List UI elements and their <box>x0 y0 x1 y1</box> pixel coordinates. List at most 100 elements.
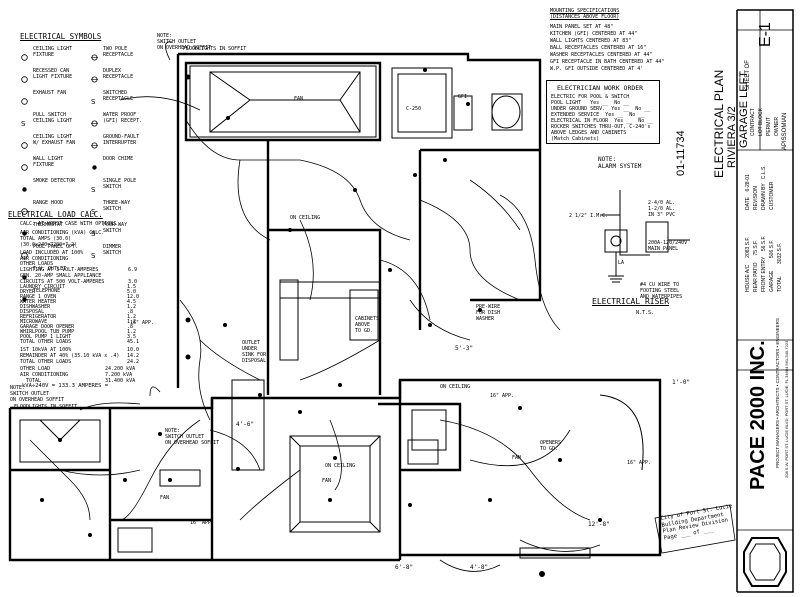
legend-item-label: THREE-WAY SWITCH <box>103 200 131 212</box>
owner-label: OWNER <box>774 116 780 136</box>
load-calc-other-header: OTHER LOADS LIGHTING AT 3 VOLT-AMPERES G… <box>20 261 105 285</box>
load-calc-item-value: 12.0 <box>127 294 140 300</box>
legend-item-label: T.V. OUTLET <box>33 266 67 272</box>
legend-item: S SWITCHED RECEPTACLE <box>90 90 160 109</box>
legend-item-label: THERMOSTAT <box>33 222 64 228</box>
label-app-2: 16" APP. <box>627 460 652 466</box>
label-fan-3: FAN <box>160 495 170 501</box>
label-disposal-outlet: OUTLET UNDER SINK FOR DISPOSAL <box>242 340 267 364</box>
project-meta: DATE 6-28-01 REVISION DRAWN BY C.L.S. CU… <box>745 165 775 210</box>
two-pole-receptacle-icon <box>90 46 99 65</box>
legend-item: S SINGLE POLE SWITCH <box>90 178 160 197</box>
dim-12-8: 12'-8" <box>588 521 610 528</box>
company-tagline: PROJECT MANAGERS • ARCHITECTS • CONTRACT… <box>775 318 780 468</box>
legend-item: SMOKE DETECTOR <box>20 178 98 197</box>
svg-text:S: S <box>91 230 96 237</box>
legend-item-label: SINGLE POLE SWITCH <box>103 178 137 190</box>
permit-label: PERMIT <box>766 117 772 136</box>
label-on-ceiling-1: ON CEILING <box>290 215 321 221</box>
legend-item: DOOR CHIME <box>90 156 160 175</box>
label-gfi: GFI <box>458 94 468 100</box>
alarm-note: NOTE: ALARM SYSTEM <box>598 156 642 170</box>
legend-item: DUPLEX RECEPTACLE <box>90 68 160 87</box>
legend-item: WATER PROOF (GFI) RECEPT. <box>90 112 160 131</box>
company-address: 208 S.W. PORT ST. LUCIE BLVD, PORT ST. L… <box>784 340 789 478</box>
smoke-detector-icon <box>20 178 29 197</box>
riser-panel: 200A-120/240V MAIN PANEL <box>648 240 688 252</box>
svg-text:S: S <box>91 252 96 259</box>
label-fan-2: FAN <box>322 478 332 484</box>
sheet-border <box>736 9 794 593</box>
legend-item-label: SWITCHED RECEPTACLE <box>103 90 134 102</box>
telephone-icon <box>20 288 29 307</box>
work-order-box: ELECTRICIAN WORK ORDER ELECTRIC FOR POOL… <box>546 80 660 144</box>
legend-item-label: RECESSED CAN LIGHT FIXTURE <box>33 68 73 80</box>
legend-item-label: FOUR-WAY SWITCH <box>103 222 128 234</box>
work-order-lines: ELECTRIC FOR POOL & SWITCH POOL LIGHT Ye… <box>551 94 654 142</box>
load-calc-item-value: 1.5 <box>127 284 137 290</box>
sheet-of-label: SHEET OF <box>745 60 751 90</box>
thermostat-icon <box>20 222 29 241</box>
fixture-symbols <box>40 68 602 577</box>
riser-wires: 2-4/0 AL. 1-2/0 AL. IN 3" PVC <box>648 200 676 218</box>
dimmer-switch-icon: S <box>90 244 99 263</box>
load-calc-title: ELECTRICAL LOAD CALC. <box>8 210 103 219</box>
legend-item: EXHAUST FAN <box>20 90 98 109</box>
gfi-icon <box>90 134 99 153</box>
legend-item-label: SMOKE DETECTOR <box>33 178 76 184</box>
company-name: PACE 2000 INC. <box>747 340 769 490</box>
contract-label: CONTRACT <box>750 108 756 136</box>
legend-item-label: EXHAUST FAN <box>33 90 67 96</box>
load-calc-item-value: 1.2 <box>127 314 137 320</box>
four-way-switch-icon: S <box>90 222 99 241</box>
load-calc-item-label: REFRIGERATOR <box>20 314 57 320</box>
load-calc-item-label: DRYER <box>20 289 36 295</box>
load-calc-item-label: MICROWAVE <box>20 319 48 325</box>
load-calc-summary-values: 24.200 kVA 7.200 kVA 31.400 kVA <box>105 366 136 384</box>
legend-item: GROUND-FAULT INTERRUPTER <box>90 134 160 153</box>
legend-item-label: DOOR CHIME <box>103 156 134 162</box>
ceiling-light-icon <box>20 46 29 65</box>
load-calc-remainder: 1ST 10kVA AT 100% REMAINDER AT 40% (35.1… <box>20 347 120 365</box>
load-calc-total-other-label: TOTAL OTHER LOADS <box>20 339 72 345</box>
label-fan-1: FAN <box>294 96 304 102</box>
load-calc-row: RANGE 1 OVEN 12.0 <box>20 294 140 300</box>
load-calc-subtitle: CALC. AT WORST CASE WITH OPTIONS <box>20 221 117 227</box>
recessed-can-icon <box>20 68 29 87</box>
load-calc-amps: kVA÷240V = 133.3 AMPERES = <box>22 383 109 389</box>
legend-item-label: WALL LIGHT FIXTURE <box>33 156 64 168</box>
legend-title: ELECTRICAL SYMBOLS <box>20 32 102 41</box>
load-calc-row: DISPOSAL.8 <box>20 309 140 315</box>
load-calc-item-label: RANGE 1 OVEN <box>20 294 57 300</box>
legend-item: THERMOSTAT <box>20 222 98 241</box>
legend-item-label: CEILING LIGHT FIXTURE <box>33 46 73 58</box>
dim-4-8: 4'-8" <box>470 564 489 571</box>
riser-nts: N.T.S. <box>636 310 655 316</box>
sheet-number: 01-11734 <box>675 130 687 176</box>
single-pole-switch-icon: S <box>90 178 99 197</box>
load-calc-ac: AIR CONDITIONING (kVA) CALC. TOTAL AMPS … <box>20 230 105 248</box>
load-calc-item-value: .8 <box>127 324 134 330</box>
legend-item: WALL LIGHT FIXTURE <box>20 156 98 175</box>
legend-item-label: TELEPHONE <box>33 288 61 294</box>
mounting-lines: MAIN PANEL SET AT 48" KITCHEN (GFI) CENT… <box>550 24 665 72</box>
load-calc-item-label: WATER HEATER <box>20 299 57 305</box>
switched-receptacle-icon: S <box>90 90 99 109</box>
legend-item: POOL PANEL OPT. <box>20 244 98 263</box>
sheet-id: E-1 <box>757 22 774 47</box>
load-calc-lead: LOAD INCLUDED AT 100% AIR CONDITIONING <box>20 250 84 262</box>
interior-details <box>19 65 644 559</box>
load-calc-item-value: 1.2 <box>127 329 137 335</box>
legend-left-column: CEILING LIGHT FIXTURE RECESSED CAN LIGHT … <box>20 46 98 310</box>
three-way-switch-icon: S <box>90 200 99 219</box>
note-soffit-top: NOTE: SWITCH OUTLET ON OVERHEAD SOFFIT <box>157 33 212 51</box>
load-calc-item-label: POOL PUMP 1 LIGHT <box>20 334 72 340</box>
label-on-ceiling-2: ON CEILING <box>325 463 356 469</box>
label-fan-4: FAN <box>512 455 522 461</box>
